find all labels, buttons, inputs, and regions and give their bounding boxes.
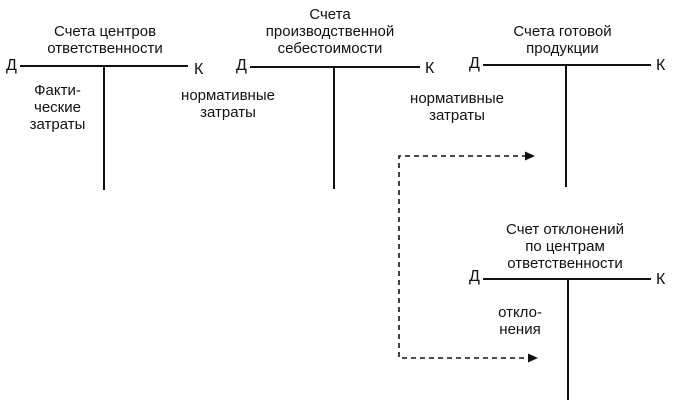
account-3-title-line-1: Счета готовой (513, 23, 612, 40)
dashed-connector-line (398, 155, 530, 359)
flow-1-label: нормативные затраты (163, 87, 293, 121)
account-1-entry-line-3: затраты (29, 116, 86, 133)
account-1-title: Счета центров ответственности (30, 23, 180, 57)
account-1-credit-label: К (194, 61, 204, 78)
arrow-head-to-finished-goods (525, 151, 535, 161)
account-2-title-line-1: Счета (309, 6, 351, 23)
account-1-entry-line-1: Факти- (34, 82, 81, 99)
account-1-vertical-line (103, 66, 105, 190)
account-3-horizontal-line (483, 64, 651, 66)
account-3-title-line-2: продукции (526, 40, 599, 57)
account-2-title-line-3: себестоимости (277, 40, 383, 57)
account-4-debit-label: Д (469, 268, 480, 285)
account-2-horizontal-line (250, 66, 420, 68)
account-3-vertical-line (565, 65, 567, 187)
flow-2-label: нормативные затраты (392, 90, 522, 124)
account-4-entry-line-1: откло- (498, 304, 542, 321)
account-3-title: Счета готовой продукции (480, 23, 645, 57)
account-4-title-line-1: Счет отклонений (506, 221, 624, 238)
account-2-title: Счета производственной себестоимости (245, 6, 415, 57)
account-3-debit-label: Д (469, 55, 480, 72)
account-4-title: Счет отклонений по центрам ответственнос… (480, 221, 650, 272)
account-2-debit-label: Д (236, 57, 247, 74)
account-4-title-line-2: по центрам (525, 238, 605, 255)
account-4-entry-line-2: нения (499, 321, 541, 338)
account-4-vertical-line (567, 279, 569, 400)
account-4-credit-label: К (656, 271, 666, 288)
account-4-title-line-3: ответственности (507, 255, 623, 272)
account-3-credit-label: К (656, 57, 666, 74)
flow-1-label-line-2: затраты (200, 104, 256, 121)
arrow-head-to-variances (528, 353, 538, 363)
flow-2-label-line-2: затраты (429, 107, 485, 124)
flow-1-label-line-1: нормативные (181, 87, 275, 104)
account-1-title-line-1: Счета центров (53, 23, 157, 40)
account-1-debit-label: Д (6, 57, 17, 74)
account-1-entry-line-2: ческие (34, 99, 81, 116)
account-1-entry: Факти- ческие затраты (15, 82, 100, 133)
account-2-vertical-line (333, 67, 335, 189)
account-2-title-line-2: производственной (265, 23, 395, 40)
account-4-entry: откло- нения (480, 304, 560, 338)
flow-2-label-line-1: нормативные (410, 90, 504, 107)
account-2-credit-label: К (425, 60, 435, 77)
account-1-title-line-2: ответственности (47, 40, 163, 57)
